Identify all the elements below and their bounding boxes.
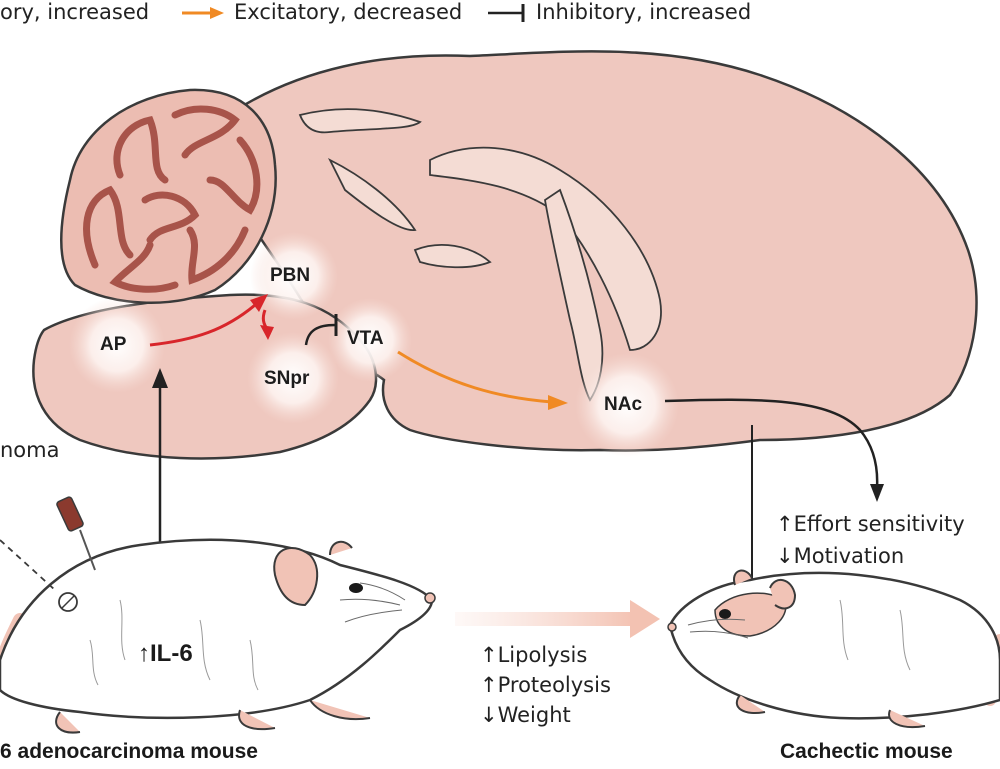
syringe-icon [56, 496, 96, 571]
legend: ory, increased Excitatory, decreased Inh… [0, 0, 1000, 28]
nac-to-cachectic-mouse-line [748, 425, 756, 596]
tumor-mouse-caption: 6 adenocarcinoma mouse [0, 740, 258, 763]
left-cutoff-label: noma [0, 438, 60, 462]
tumor-mouse-eye-icon [349, 583, 363, 593]
il6-marker: ↑IL-6 [138, 640, 193, 667]
arrow-ap-to-pbn [149, 294, 268, 347]
region-label-nac: NAc [604, 394, 643, 415]
ap-glow [69, 297, 165, 393]
region-label-vta: VTA [347, 328, 384, 349]
legend-excitatory-decreased-arrow-icon [182, 7, 224, 19]
transition-arrow [455, 600, 660, 638]
vta-glow [328, 298, 412, 382]
legend-excitatory-increased-label: ory, increased [0, 0, 150, 24]
legend-inhibitory-increased-label: Inhibitory, increased [536, 0, 752, 24]
legend-inhibitory-icon [488, 4, 525, 22]
arrow-vta-to-nac [397, 350, 568, 410]
tumor-mouse-illustration [0, 496, 436, 734]
systemic-effect-lipolysis: ↑Lipolysis [480, 643, 588, 667]
behavior-effect-motivation: ↓Motivation [776, 544, 905, 568]
arrow-nac-to-behavior [664, 398, 884, 502]
behavior-effect-effort: ↑Effort sensitivity [776, 512, 965, 536]
cachectic-mouse-illustration [667, 569, 1000, 728]
region-label-snpr: SNpr [264, 368, 310, 389]
cerebellar-folia [83, 105, 261, 293]
brain-illustration [32, 50, 978, 460]
cachectic-mouse-caption: Cachectic mouse [780, 740, 953, 763]
region-label-pbn: PBN [270, 265, 311, 286]
cachectic-mouse-eye-icon [719, 609, 731, 619]
systemic-effect-proteolysis: ↑Proteolysis [480, 673, 611, 697]
systemic-effect-weight: ↓Weight [480, 703, 571, 727]
snpr-glow [247, 332, 339, 424]
inhibit-snpr-to-vta [304, 314, 338, 346]
legend-excitatory-decreased-label: Excitatory, decreased [234, 0, 463, 24]
nac-glow [575, 353, 679, 457]
pbn-glow [250, 232, 338, 320]
ventricles [298, 108, 662, 402]
arrow-pbn-to-snpr [260, 309, 274, 340]
region-label-ap: AP [100, 334, 127, 355]
